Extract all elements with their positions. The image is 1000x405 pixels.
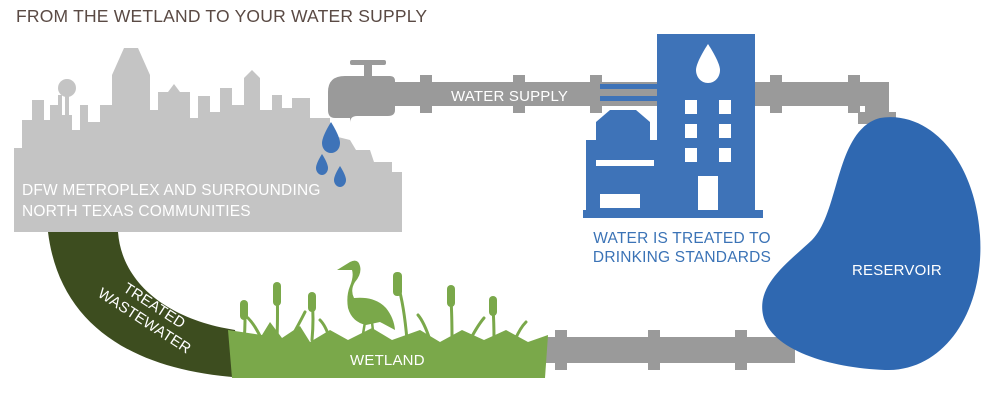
treatment-plant-icon [583, 34, 763, 218]
city-label: DFW METROPLEX AND SURROUNDING NORTH TEXA… [22, 180, 352, 222]
wastewater-channel [48, 232, 245, 378]
city-skyline [14, 48, 402, 232]
city-label-line-1: DFW METROPLEX AND SURROUNDING [22, 182, 321, 199]
cattail-icon [240, 272, 497, 320]
treatment-label-line-2: DRINKING STANDARDS [592, 249, 772, 266]
treatment-label-line-1: WATER IS TREATED TO [593, 230, 771, 247]
heron-icon [337, 260, 395, 341]
wetland-label: WETLAND [350, 352, 425, 369]
page-title: FROM THE WETLAND TO YOUR WATER SUPPLY [16, 6, 428, 26]
faucet-icon [328, 60, 395, 123]
return-pipe [545, 330, 795, 370]
water-drop-icon [316, 122, 346, 187]
reservoir-label: RESERVOIR [852, 262, 942, 279]
treatment-label: WATER IS TREATED TO DRINKING STANDARDS [577, 229, 787, 267]
water-supply-label: WATER SUPPLY [451, 88, 569, 105]
reservoir-shape [762, 117, 981, 371]
city-label-line-2: NORTH TEXAS COMMUNITIES [22, 203, 251, 220]
